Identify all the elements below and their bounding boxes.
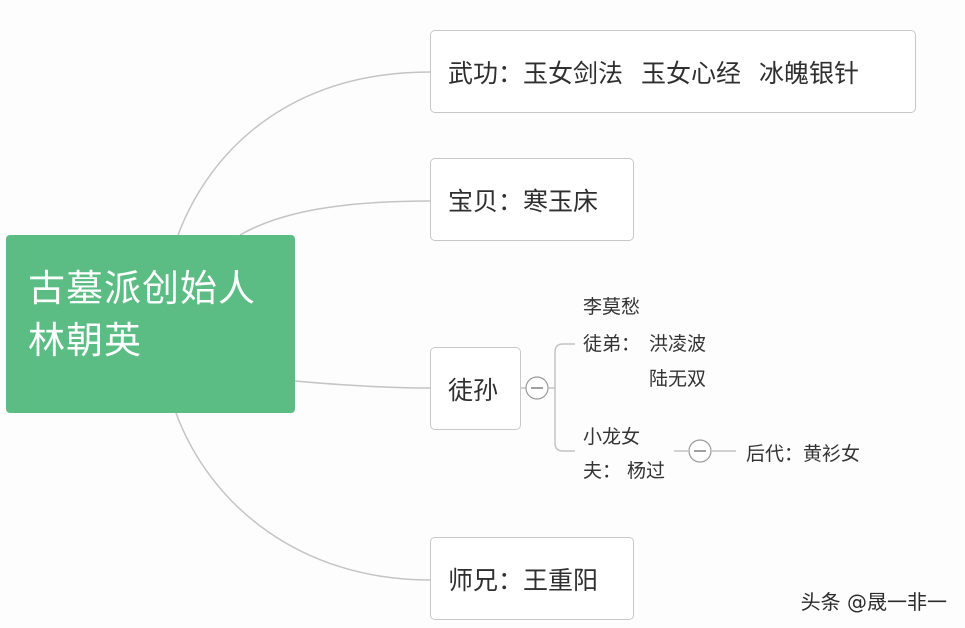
topic-tusun[interactable]: 徒孙 [430,347,521,430]
subtopic-disciple[interactable]: 洪凌波 [649,333,707,355]
watermark: 头条 @晟一非一 [800,590,947,614]
shixiong-value: 王重阳 [523,565,599,595]
baobei-label: 宝贝： [448,186,524,216]
minus-circle-icon[interactable] [688,439,712,463]
connector-tusun [294,380,431,389]
connector-wugong [177,71,431,236]
subtopic-husband-label: 夫： [583,460,622,482]
connector-baobei [239,200,431,236]
topic-baobei[interactable]: 宝贝： 寒玉床 [430,158,634,241]
wugong-item: 冰魄银针 [759,58,860,88]
root-title-line1: 古墓派创始人 [28,267,256,310]
connector-shixiong [175,412,431,581]
subtopic-disciples-label: 徒弟： [583,333,641,355]
shixiong-label: 师兄： [448,565,524,595]
wugong-item: 玉女剑法 [523,58,624,88]
subtopic-husband[interactable]: 杨过 [627,460,666,482]
subtopic-xiaolongnv[interactable]: 小龙女 [583,426,641,448]
connector-tusun-bracket [549,343,575,452]
wugong-item: 玉女心经 [641,58,742,88]
topic-wugong[interactable]: 武功： 玉女剑法 玉女心经 冰魄银针 [430,30,916,113]
baobei-value: 寒玉床 [523,186,599,216]
subtopic-descendant[interactable]: 后代：黄衫女 [746,439,860,466]
root-topic[interactable]: 古墓派创始人 林朝英 [6,235,295,413]
wugong-label: 武功： [448,58,524,88]
topic-shixiong[interactable]: 师兄： 王重阳 [430,537,634,620]
minus-circle-icon[interactable] [525,376,549,400]
tusun-label: 徒孙 [448,375,499,405]
subtopic-li-mochou[interactable]: 李莫愁 [583,296,641,318]
descendant-label: 后代： [746,443,804,465]
subtopic-disciple[interactable]: 陆无双 [649,368,707,390]
descendant-value: 黄衫女 [803,443,861,465]
root-title-line2: 林朝英 [28,319,142,362]
